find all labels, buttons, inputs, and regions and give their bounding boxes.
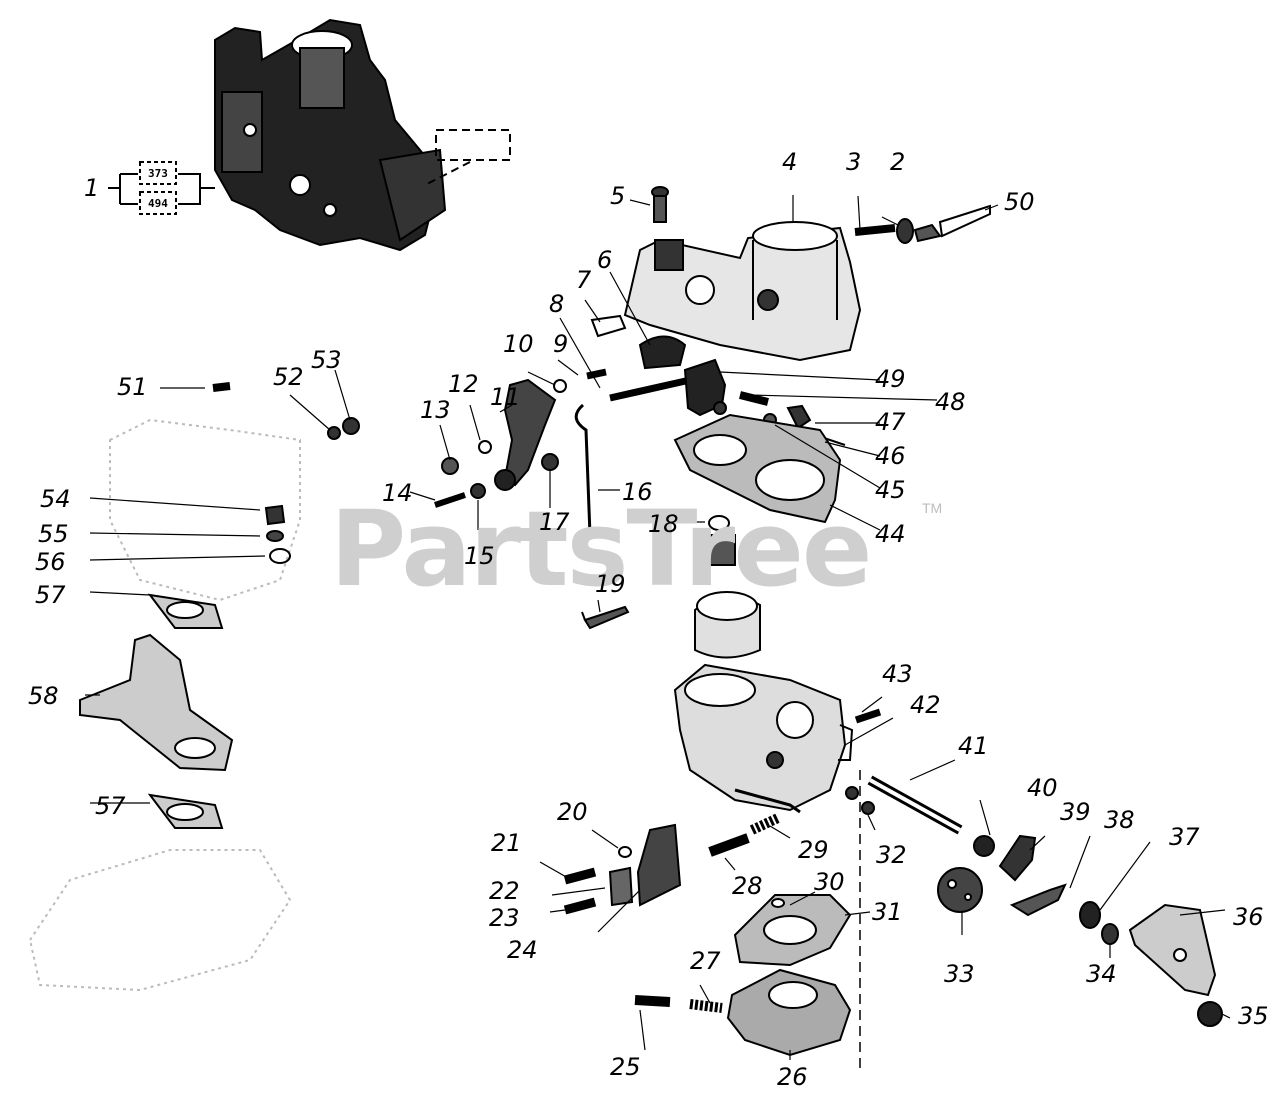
callout-16: 16 bbox=[622, 478, 653, 506]
callout-56: 56 bbox=[35, 548, 66, 576]
callout-14: 14 bbox=[382, 479, 413, 507]
callout-53: 53 bbox=[311, 346, 342, 374]
callout-36: 36 bbox=[1233, 903, 1264, 931]
callout-44: 44 bbox=[875, 520, 906, 548]
callout-46: 46 bbox=[875, 442, 906, 470]
callout-21: 21 bbox=[491, 829, 522, 857]
callout-33: 33 bbox=[944, 960, 975, 988]
callout-6: 6 bbox=[597, 246, 613, 274]
throttle-arm-illustration bbox=[998, 834, 1223, 1027]
callout-54: 54 bbox=[40, 485, 71, 513]
callout-24: 24 bbox=[507, 936, 538, 964]
callout-22: 22 bbox=[489, 877, 520, 905]
gasket-44-illustration bbox=[673, 413, 842, 524]
screw-spring-illustration bbox=[708, 813, 781, 857]
callout-23: 23 bbox=[489, 904, 520, 932]
manifold-parts-illustration bbox=[28, 382, 360, 992]
callout-45: 45 bbox=[875, 476, 906, 504]
callout-7: 7 bbox=[576, 266, 592, 294]
carburetor-body-illustration bbox=[673, 663, 854, 814]
throttle-lever-illustration bbox=[434, 378, 592, 542]
callout-42: 42 bbox=[910, 691, 941, 719]
float-illustration bbox=[694, 534, 761, 659]
leader-lines bbox=[85, 195, 1231, 1060]
callout-15: 15 bbox=[464, 542, 495, 570]
callout-17: 17 bbox=[539, 508, 570, 536]
callout-50: 50 bbox=[1004, 188, 1035, 216]
top-cover-illustration bbox=[623, 221, 862, 362]
callout-3: 3 bbox=[846, 148, 862, 176]
callout-49: 49 bbox=[875, 365, 906, 393]
callout-43: 43 bbox=[882, 660, 913, 688]
callout-25: 25 bbox=[610, 1053, 641, 1081]
callout-1: 1 bbox=[84, 174, 100, 202]
callout-8: 8 bbox=[549, 290, 565, 318]
assembled-carburetor-illustration bbox=[214, 18, 447, 252]
callout-9: 9 bbox=[553, 330, 569, 358]
kit-bracket bbox=[108, 129, 511, 215]
callout-58: 58 bbox=[28, 682, 59, 710]
screw-5-illustration bbox=[651, 186, 669, 223]
callout-26: 26 bbox=[777, 1063, 808, 1091]
callout-55: 55 bbox=[38, 520, 69, 548]
callout-27: 27 bbox=[690, 947, 721, 975]
callout-47: 47 bbox=[875, 408, 906, 436]
callout-11: 11 bbox=[490, 383, 521, 411]
callout-30: 30 bbox=[814, 868, 845, 896]
watermark: PartsTree bbox=[330, 488, 872, 610]
base-26-illustration bbox=[634, 968, 852, 1057]
callout-32: 32 bbox=[876, 841, 907, 869]
jet-parts-illustration bbox=[581, 515, 730, 630]
trademark-symbol: TM bbox=[922, 500, 943, 516]
gasket-31-illustration bbox=[733, 894, 852, 967]
bracket-20-24-illustration bbox=[563, 823, 682, 915]
callout-35: 35 bbox=[1238, 1002, 1269, 1030]
callout-13: 13 bbox=[420, 396, 451, 424]
callout-34: 34 bbox=[1086, 960, 1117, 988]
callout-29: 29 bbox=[798, 836, 829, 864]
callout-2: 2 bbox=[890, 148, 906, 176]
callout-40: 40 bbox=[1027, 774, 1058, 802]
callout-57: 57 bbox=[35, 581, 66, 609]
callout-41: 41 bbox=[958, 732, 989, 760]
callout-10: 10 bbox=[503, 330, 534, 358]
callout-18: 18 bbox=[648, 510, 679, 538]
callout-57: 57 bbox=[95, 792, 126, 820]
callout-5: 5 bbox=[610, 182, 626, 210]
needle-valve-illustration bbox=[854, 204, 991, 244]
callout-37: 37 bbox=[1169, 823, 1200, 851]
callout-19: 19 bbox=[595, 570, 626, 598]
callout-31: 31 bbox=[872, 898, 903, 926]
callout-38: 38 bbox=[1104, 806, 1135, 834]
screw-43-illustration bbox=[854, 708, 882, 724]
callout-39: 39 bbox=[1060, 798, 1091, 826]
throttle-shaft-illustration bbox=[845, 775, 995, 913]
callout-51: 51 bbox=[117, 373, 148, 401]
kit-box-label: 373 bbox=[148, 167, 168, 180]
callout-20: 20 bbox=[557, 798, 588, 826]
kit-box-label: 494 bbox=[148, 197, 168, 210]
callout-48: 48 bbox=[935, 388, 966, 416]
callout-52: 52 bbox=[273, 363, 304, 391]
callout-4: 4 bbox=[782, 148, 798, 176]
callout-12: 12 bbox=[448, 370, 479, 398]
callout-28: 28 bbox=[732, 872, 763, 900]
